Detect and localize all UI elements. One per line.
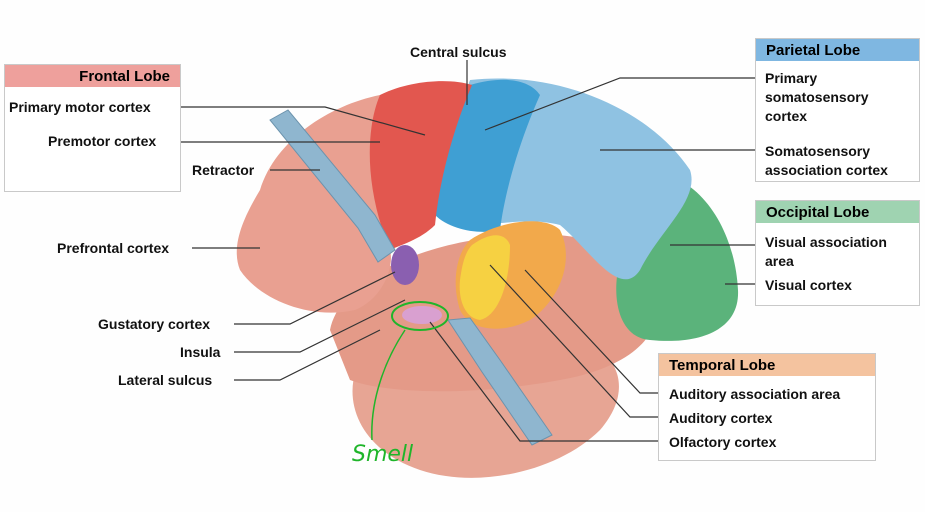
occipital-lobe-box: Occipital Lobe <box>755 200 920 306</box>
parietal-lobe-title: Parietal Lobe <box>756 39 919 61</box>
label-lateral-sulcus: Lateral sulcus <box>118 372 213 388</box>
insula-region <box>391 245 419 285</box>
parietal-lobe-box: Parietal Lobe <box>755 38 920 182</box>
label-primary-somatosensory-line3: cortex <box>765 108 808 124</box>
leader-insula <box>234 299 406 353</box>
frontal-motor-region <box>360 81 472 250</box>
label-auditory-association-area: Auditory association area <box>669 386 841 402</box>
auditory-region <box>459 235 510 320</box>
frontal-lobe-box: Frontal Lobe <box>4 64 181 192</box>
label-primary-somatosensory-line1: Primary <box>765 70 818 86</box>
label-insula: Insula <box>180 344 221 360</box>
smell-arrow-annotation <box>371 329 406 441</box>
label-olfactory-cortex: Olfactory cortex <box>669 434 777 450</box>
label-gustatory-cortex: Gustatory cortex <box>98 316 211 332</box>
leader-gustatory <box>234 271 396 325</box>
label-visual-cortex: Visual cortex <box>765 277 852 293</box>
olfactory-region <box>402 306 442 324</box>
label-premotor-cortex: Premotor cortex <box>48 133 157 149</box>
leader-primary-somatosensory <box>484 77 760 131</box>
label-somatosensory-association-line2: association cortex <box>765 162 888 178</box>
occipital-lobe-title: Occipital Lobe <box>756 201 919 223</box>
label-visual-association-line1: Visual association <box>765 234 887 250</box>
handwritten-smell-annotation: Smell <box>352 442 414 467</box>
frontal-lobe-title: Frontal Lobe <box>5 65 180 87</box>
label-primary-somatosensory-line2: somatosensory <box>765 89 869 105</box>
retractor-upper <box>269 109 396 263</box>
label-auditory-cortex: Auditory cortex <box>669 410 773 426</box>
label-somatosensory-association-line1: Somatosensory <box>765 143 871 159</box>
label-retractor: Retractor <box>192 162 255 178</box>
temporal-lobe-title: Temporal Lobe <box>659 354 875 376</box>
primary-somatosensory-region <box>435 79 540 232</box>
leader-auditory-assoc <box>524 269 665 394</box>
label-prefrontal-cortex: Prefrontal cortex <box>57 240 170 256</box>
prefrontal-region <box>236 95 391 313</box>
retractor-lower <box>447 317 553 446</box>
label-central-sulcus: Central sulcus <box>410 44 507 60</box>
label-primary-motor-cortex: Primary motor cortex <box>9 99 151 115</box>
leader-primary-motor <box>178 106 426 136</box>
leader-lateral-sulcus <box>234 329 381 381</box>
label-visual-association-line2: area <box>765 253 794 269</box>
smell-circle-annotation <box>391 301 449 331</box>
leader-olfactory <box>429 321 665 442</box>
temporal-lobe-box: Temporal Lobe <box>658 353 876 461</box>
leader-auditory <box>489 264 665 418</box>
